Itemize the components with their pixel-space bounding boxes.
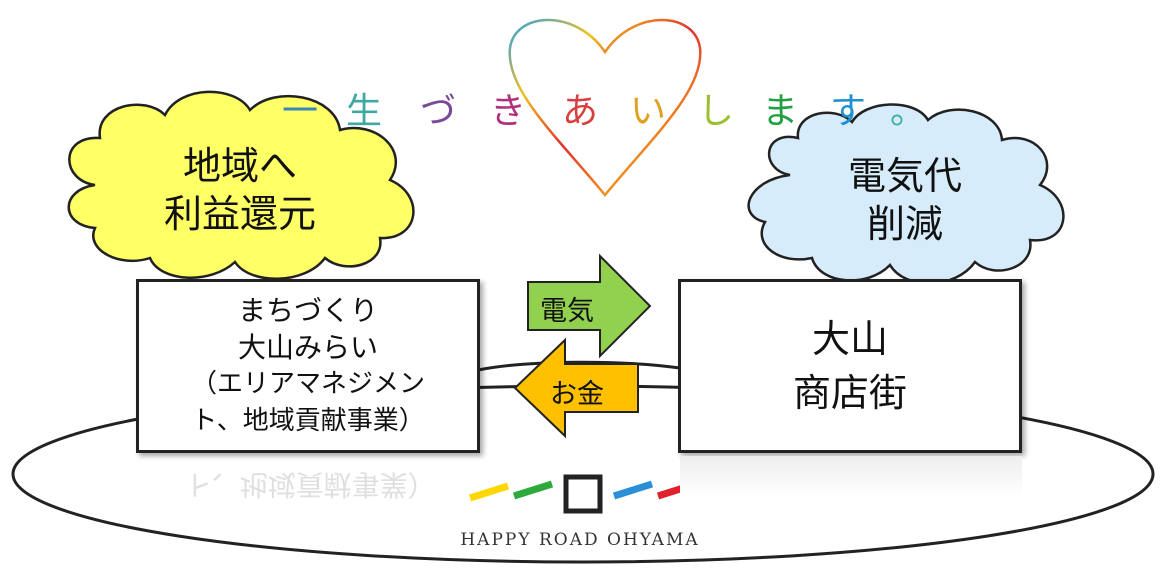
slogan-char: し — [698, 91, 735, 132]
box-right-line: 商店街 — [792, 371, 907, 415]
slogan-char: 。 — [890, 91, 927, 132]
slogan-char: 生 — [346, 91, 383, 132]
cloud-left — [67, 90, 415, 280]
cloud-right-line: 電気代 — [847, 154, 962, 198]
box-right-reflection — [680, 456, 1022, 496]
cloud-left-line: 地域へ — [182, 144, 297, 188]
box-left-line: ト、地域貢献事業） — [191, 406, 425, 436]
box-left-line: まちづくり — [237, 294, 378, 327]
slogan-char: き — [490, 91, 527, 132]
cloud-right-text: 電気代 削減 — [800, 152, 1010, 248]
heart-icon — [508, 18, 702, 197]
brand-dash — [512, 480, 554, 500]
cloud-left-text: 地域へ 利益還元 — [120, 142, 360, 238]
reflection-line: ト、地域貢献事業） — [184, 468, 436, 501]
connector-line — [477, 360, 681, 372]
arrow-left-label: お金 — [550, 379, 604, 410]
cloud-right-line: 削減 — [866, 202, 943, 246]
brand-square — [563, 474, 603, 514]
brand-dash — [612, 480, 654, 500]
box-left-line: （エリアマネジメン — [190, 369, 425, 399]
cloud-left-line: 利益還元 — [163, 192, 316, 236]
brand-name: HAPPY ROAD OHYAMA — [460, 530, 700, 550]
slogan-char: づ — [420, 91, 457, 132]
slogan-char: 一 — [282, 91, 319, 132]
slogan-char: す — [830, 91, 867, 132]
slogan-char: ま — [762, 91, 799, 132]
arrow-right — [527, 253, 652, 359]
slogan-char: い — [630, 91, 667, 132]
box-machizukuri: まちづくり 大山みらい （エリアマネジメン ト、地域貢献事業） — [136, 279, 480, 453]
brand-dash — [468, 482, 510, 502]
box-left-reflection: ト、地域貢献事業） — [140, 455, 480, 503]
arrow-left — [513, 337, 639, 439]
box-left-line: 大山みらい — [237, 331, 378, 364]
box-shotengai: 大山 商店街 — [678, 279, 1022, 453]
arrow-right-label: 電気 — [540, 296, 594, 327]
box-right-line: 大山 — [811, 317, 888, 361]
cloud-right — [747, 103, 1065, 285]
slogan-char: あ — [562, 91, 599, 132]
